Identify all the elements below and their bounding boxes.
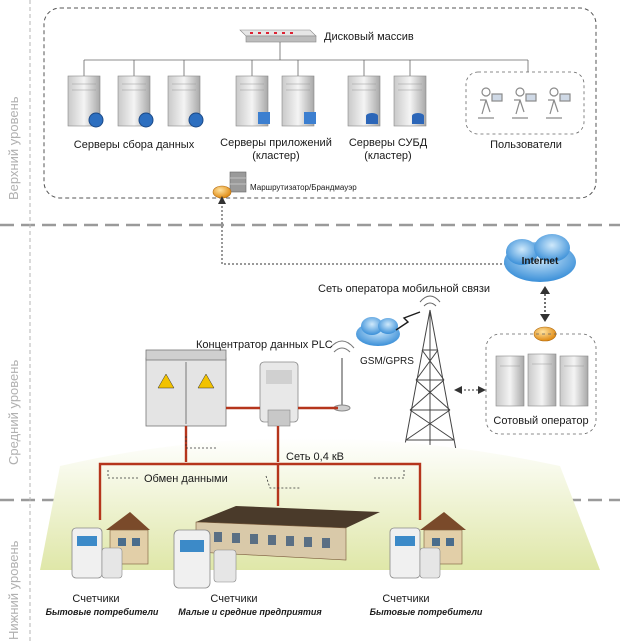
meter-center-icon <box>173 529 237 589</box>
app-servers-label-line2: (кластер) <box>252 150 299 162</box>
router-internet-link <box>221 198 512 265</box>
disk-array-connections <box>83 42 529 76</box>
grid-label: Сеть 0,4 кВ <box>286 451 344 463</box>
gsm-cloud-icon <box>356 317 400 346</box>
level-label-middle: Средний уровень <box>6 360 21 465</box>
collection-servers-label: Серверы сбора данных <box>74 139 195 151</box>
disk-array-label: Дисковый массив <box>324 31 414 43</box>
plc-label: Концентратор данных PLC <box>196 339 333 351</box>
internet-link-arrow-down <box>540 314 550 322</box>
meter-left-icon <box>71 527 123 579</box>
internet-link-arrow-up <box>540 286 550 294</box>
plc-concentrator-icon <box>259 361 299 427</box>
meters-right-sublabel: Бытовые потребители <box>370 607 483 617</box>
mobile-network-label: Сеть оператора мобильной связи <box>318 283 490 295</box>
tower-link-arrow-left <box>454 386 462 394</box>
internet-cloud-icon <box>504 234 576 282</box>
cell-operator-servers-icon <box>495 353 589 407</box>
meter-right-icon <box>389 527 441 579</box>
power-line <box>98 406 422 520</box>
transformer-cabinet-icon <box>145 349 227 427</box>
users-icon <box>478 87 571 119</box>
meters-center-sublabel: Малые и средние предприятия <box>178 607 322 617</box>
dbms-servers-label-line1: Серверы СУБД <box>349 137 428 149</box>
collection-servers-icon <box>67 75 204 128</box>
cell-operator-frame <box>485 333 597 435</box>
meters-left-label: Счетчики <box>72 593 119 605</box>
router-firewall-icon <box>212 171 247 199</box>
data-exchange-label: Обмен данными <box>144 473 228 485</box>
cell-tower-icon <box>403 295 457 451</box>
cell-operator-label: Сотовый оператор <box>493 415 588 427</box>
meters-center-label: Счетчики <box>210 593 257 605</box>
level-label-upper: Верхний уровень <box>6 96 21 200</box>
wireless-link-icon <box>395 311 421 331</box>
level-label-lower: Нижний уровень <box>6 540 21 640</box>
app-servers-icon <box>235 75 316 127</box>
users-label: Пользователи <box>490 139 562 151</box>
internet-label: Internet <box>522 256 559 267</box>
users-group-frame <box>465 71 585 135</box>
router-label: Маршрутизатор/Брандмауэр <box>250 183 357 192</box>
meters-left-sublabel: Бытовые потребители <box>46 607 159 617</box>
dbms-servers-icon <box>347 75 427 127</box>
building-center-icon <box>195 506 380 561</box>
app-servers-label-line1: Серверы приложений <box>220 137 332 149</box>
tower-link-arrow-right <box>478 386 486 394</box>
gsm-label: GSM/GPRS <box>360 356 414 367</box>
dbms-servers-label-line2: (кластер) <box>364 150 411 162</box>
data-exchange-arrows <box>107 436 405 489</box>
upper-level-panel <box>43 7 597 199</box>
house-left-icon <box>106 512 150 565</box>
meters-right-label: Счетчики <box>382 593 429 605</box>
disk-array-icon <box>239 29 317 43</box>
router-link-arrow-up <box>218 196 226 204</box>
gsm-antenna-icon <box>329 340 355 412</box>
